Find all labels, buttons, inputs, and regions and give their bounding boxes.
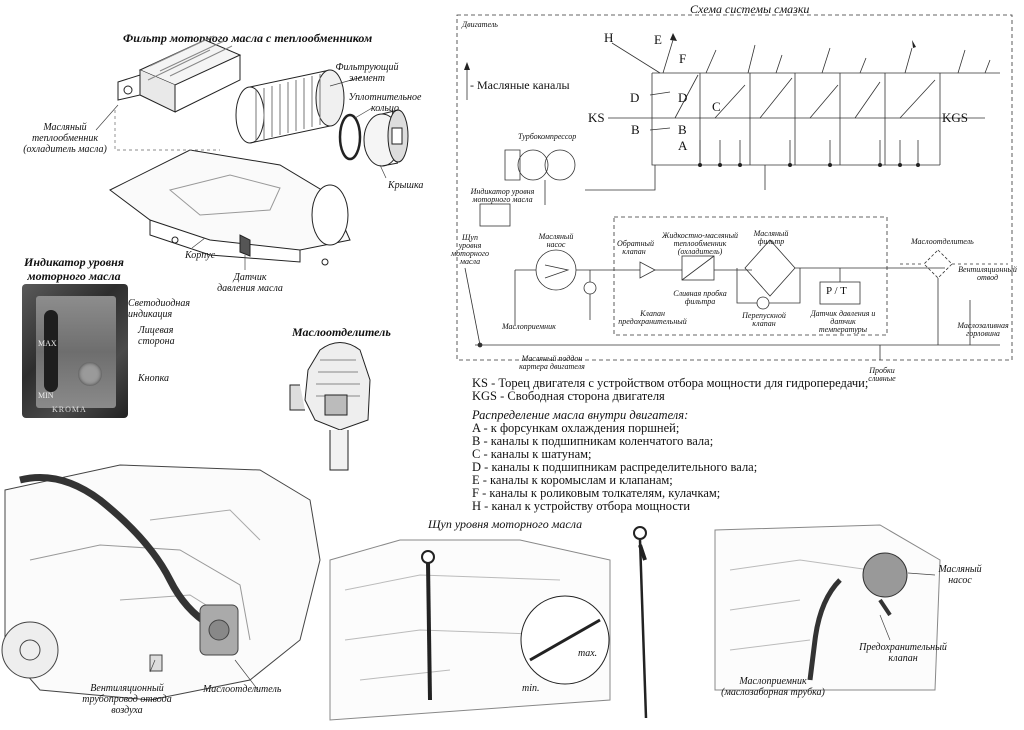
schema-pickup: Маслоприемник: [502, 322, 556, 331]
engine-bottom-left-drawing: [1, 464, 321, 701]
led-window: [44, 310, 58, 392]
letter-d: D: [678, 90, 688, 105]
filter-heading: Фильтр моторного масла с теплообменником: [123, 31, 373, 45]
label-seal-ring: Уплотнительное кольцо: [348, 92, 422, 114]
schema-sump: Масляный поддон картера двигателя: [519, 354, 585, 371]
schema-heading: Схема системы смазки: [690, 2, 810, 16]
label-pressure-sensor: Датчик давления масла: [217, 272, 283, 294]
schema-indicator: Индикатор уровня моторного масла: [470, 187, 535, 204]
legend-item-b: B - каналы к подшипникам коленчатого вал…: [472, 434, 714, 448]
label-vent-pipe: Вентиляционный трубопровод отвода воздух…: [82, 683, 172, 716]
indicator-heading: Индикатор уровня моторного масла: [24, 255, 124, 283]
letter-e: E: [654, 32, 662, 47]
engine-bottom-middle-drawing: [329, 539, 611, 721]
label-button: Кнопка: [138, 373, 170, 384]
schema-sensors: Датчик давления и датчик температуры: [810, 309, 876, 334]
dipstick-drawing: [421, 526, 648, 719]
label-max: max.: [578, 648, 598, 659]
letter-f: F: [679, 51, 687, 66]
label-cap: Крышка: [388, 180, 424, 191]
level-indicator-photo: MAX MIN KROMA: [22, 284, 128, 418]
schema-bypass: Перепускной клапан: [742, 311, 786, 328]
legend-item-a: A - к форсункам охлаждения поршней;: [472, 421, 680, 435]
photo-max-mark: MAX: [38, 339, 57, 348]
letter-a: A: [678, 138, 688, 153]
legend-ks: KS - Торец двигателя с устройством отбор…: [472, 376, 869, 390]
schema-oil-filter: Масляный фильтр: [753, 229, 789, 246]
photo-min-mark: MIN: [38, 391, 54, 400]
label-face: Лицевая сторона: [138, 325, 175, 347]
seal-ring-drawing: [338, 113, 362, 161]
schema-relief-valve: Клапан предохранительный: [618, 309, 687, 326]
dipstick-heading: Щуп уровня моторного масла: [428, 517, 583, 531]
label-filter-element: Фильтрующий элемент: [335, 62, 399, 84]
schema-dipstick: Щуп уровня моторного масла: [451, 233, 489, 266]
letter-b-left: B: [631, 122, 640, 137]
schema-pt: P / T: [826, 285, 847, 297]
label-min: min.: [522, 683, 540, 694]
label-led: Светодиодная индикация: [128, 298, 191, 320]
filter-housing-drawing: [109, 149, 351, 266]
legend-kgs: KGS - Свободная сторона двигателя: [472, 389, 665, 403]
filter-cap-drawing: [363, 109, 409, 167]
letter-d-left: D: [630, 90, 640, 105]
schema-turbo: Турбокомпрессор: [518, 132, 577, 141]
photo-brand: KROMA: [52, 405, 87, 414]
legend-item-c: C - каналы к шатунам;: [472, 447, 592, 461]
schema-heat-exchanger: Жидкостно-масляный теплообменник (охлади…: [661, 231, 739, 256]
label-relief-valve: Предохранительный клапан: [859, 642, 947, 664]
legend-title: Распределение масла внутри двигателя:: [472, 408, 689, 422]
schema-channels-legend: - Масляные каналы: [470, 78, 570, 92]
schema-check-valve: Обратный клапан: [617, 239, 654, 256]
label-separator-bottom: Маслоотделитель: [203, 684, 282, 695]
schema-pump: Масляный насос: [538, 232, 574, 249]
letter-c: C: [712, 99, 721, 114]
schema-drain-plug: Сливная пробка фильтра: [673, 289, 727, 306]
schema-vent: Вентиляционный отвод: [958, 265, 1017, 282]
legend-item-f: F - каналы к роликовым толкателям, кулач…: [472, 486, 721, 500]
filter-element-drawing: [235, 69, 345, 144]
separator-heading: Маслоотделитель: [292, 325, 391, 339]
indicator-button-drawing: [78, 362, 102, 386]
letter-ks: KS: [588, 110, 605, 125]
letter-b: B: [678, 122, 687, 137]
label-oil-pump: Масляный насос: [938, 564, 982, 586]
letter-kgs: KGS: [942, 110, 969, 125]
letter-h: H: [604, 30, 614, 45]
schema-plugs: Пробки сливные: [868, 366, 896, 383]
label-housing: Корпус: [185, 250, 216, 261]
label-heat-exchanger: Масляный теплообменник (охладитель масла…: [23, 122, 107, 155]
schema-filler: Маслозаливная горловина: [957, 321, 1009, 338]
legend-item-h: H - канал к устройству отбора мощности: [472, 499, 691, 513]
heat-exchanger-drawing: [117, 35, 242, 113]
engine-bottom-right-drawing: [714, 524, 941, 691]
separator-cutaway-drawing: [289, 342, 371, 471]
legend-item-e: E - каналы к коромыслам и клапанам;: [472, 473, 673, 487]
schema-separator: Маслоотделитель: [911, 237, 974, 246]
schema-engine: Двигатель: [462, 20, 498, 29]
legend-item-d: D - каналы к подшипникам распределительн…: [472, 460, 758, 474]
schema-lines: [456, 14, 1013, 361]
label-pickup-pipe: Маслоприемник (маслозаборная трубка): [721, 676, 825, 698]
